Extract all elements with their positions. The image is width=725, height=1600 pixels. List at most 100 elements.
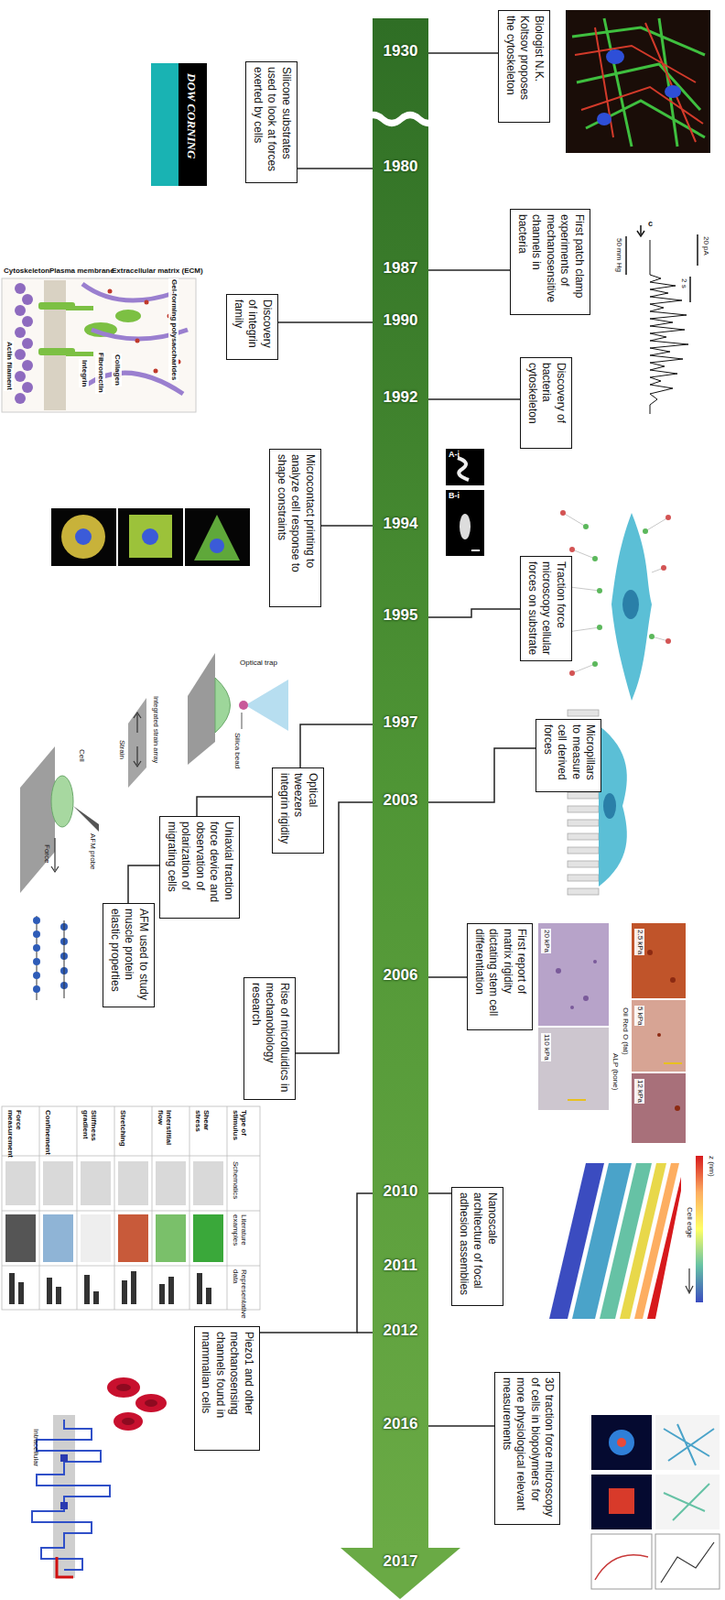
year-label: 1994 <box>372 515 429 533</box>
panel-letter: c <box>648 219 653 229</box>
microfluidics-table <box>1 1105 260 1310</box>
table-header: Stretching <box>118 1109 127 1154</box>
event-box: Traction force microscopy cellular force… <box>519 555 573 661</box>
figure-label: Actin filament <box>3 340 14 391</box>
year-label: 1995 <box>372 606 429 625</box>
table-header: Schematics <box>230 1160 239 1207</box>
table-header: Type of stimulus <box>230 1109 248 1154</box>
scale-label: 2 s <box>679 278 688 289</box>
event-box: Micropillars to measure cell derived for… <box>535 718 602 792</box>
micropatterned-cells <box>51 508 250 566</box>
scale-label: 50 mm Hg <box>614 238 623 272</box>
figure-label: Fibronectin <box>95 351 106 394</box>
cytoskeleton-photo <box>565 10 711 153</box>
traction-force-cell <box>560 509 671 701</box>
figure-label: AFM probe <box>87 833 97 870</box>
year-label: 1990 <box>372 312 429 330</box>
event-box: Piezo1 and other mechanosensing channels… <box>194 1325 260 1450</box>
event-text: 3D traction force microscopy of cells in… <box>498 1376 556 1519</box>
table-header: Stiffness gradient <box>80 1109 98 1154</box>
stiffness-label: 2.5 kPa <box>634 928 645 955</box>
event-text: Discovery of bacteria cytoskeleton <box>524 362 568 444</box>
table-header: Interstitial flow <box>155 1109 173 1154</box>
event-box: 3D traction force microscopy of cells in… <box>494 1371 561 1525</box>
event-text: Micropillars to measure cell derived for… <box>540 724 597 787</box>
table-header: Confinement <box>43 1109 52 1154</box>
event-text: Piezo1 and other mechanosensing channels… <box>198 1330 256 1445</box>
figure-label: Silica bead <box>232 732 241 769</box>
event-text: First patch clamp experiments of mechano… <box>514 214 586 310</box>
figure-label: Plasma membrane <box>49 267 115 276</box>
focal-adhesion-layers <box>549 1155 704 1319</box>
event-box: Rise of microfluidics in mechanobiology … <box>243 976 296 1100</box>
event-text: Rise of microfluidics in mechanobiology … <box>248 982 292 1094</box>
year-label: 1980 <box>372 158 429 176</box>
event-text: Traction force microscopy cellular force… <box>524 561 568 656</box>
event-box: Microcontact printing to analyze cell re… <box>269 448 322 607</box>
year-label: 1987 <box>372 259 429 278</box>
year-label: 1997 <box>372 714 429 732</box>
uniaxial-stretch-sketch <box>128 697 147 788</box>
logo-band <box>178 63 207 186</box>
event-text: Discovery of integrin family <box>230 299 274 355</box>
patch-clamp-trace <box>626 225 698 414</box>
timeline-bar <box>372 18 429 1549</box>
figure-label: Collagen <box>111 353 122 387</box>
stain-label: ALP (bone) <box>610 1052 619 1090</box>
year-label: 2010 <box>372 1182 429 1201</box>
event-text: Microcontact printing to analyze cell re… <box>273 454 317 602</box>
stiffness-label: 110 kPa <box>541 1032 552 1061</box>
axis-break <box>364 115 438 124</box>
event-box: Discovery of bacteria cytoskeleton <box>519 357 573 449</box>
figure-label: Cytoskeleton <box>3 267 50 276</box>
logo-band <box>151 63 179 186</box>
scale-label: 20 pA <box>701 236 710 256</box>
leader-lines <box>128 53 542 1426</box>
event-text: Biologist N.K. Koltsov proposes the cyto… <box>502 15 546 118</box>
event-box: Nanoscale architecture of focal adhesion… <box>451 1186 504 1306</box>
figure-label: Cell <box>76 748 86 762</box>
3d-tfm-panels <box>591 1414 720 1589</box>
figure-label: Strain <box>117 739 126 759</box>
figure-label: Intracellular <box>31 1428 40 1466</box>
event-text: First report of matrix rigidity dictatin… <box>471 928 529 1025</box>
year-label: 1930 <box>372 43 429 61</box>
piezo-channel-sketch <box>32 1376 167 1578</box>
figure-label: Cell edge <box>684 1206 693 1238</box>
panel-letter: A-i <box>448 450 460 460</box>
stem-cell-stains <box>538 922 686 1143</box>
logo-text: DOW CORNING <box>184 73 198 159</box>
year-label: 2017 <box>372 1552 429 1570</box>
table-header: Force measurement <box>5 1109 22 1154</box>
year-label: 2011 <box>372 1256 429 1275</box>
figure-label: Integrin <box>78 358 89 388</box>
event-text: AFM used to study muscle protein elastic… <box>107 908 151 1002</box>
table-header: Literature examples <box>230 1213 248 1262</box>
event-box: First patch clamp experiments of mechano… <box>509 208 591 315</box>
stiffness-label: 5 kPa <box>634 1005 645 1026</box>
figure-label: Optical trap <box>239 659 278 668</box>
stiffness-label: 20 kPa <box>541 928 552 953</box>
figure-label: Gel-forming polysaccharides <box>168 278 179 381</box>
event-text: Silicone substrates used to look at forc… <box>249 66 293 178</box>
event-box: Discovery of integrin family <box>226 293 279 360</box>
stiffness-label: 12 kPa <box>634 1078 645 1104</box>
event-text: Optical tweezers integrin rigidity <box>276 772 320 848</box>
bacteria-micrographs <box>445 448 485 556</box>
year-label: 2012 <box>372 1321 429 1340</box>
event-text: Nanoscale architecture of focal adhesion… <box>455 1191 499 1300</box>
year-label: 2016 <box>372 1415 429 1433</box>
event-box: AFM used to study muscle protein elastic… <box>102 902 155 1007</box>
event-text: Uniaxial traction force device and obser… <box>163 821 236 913</box>
figure-label: Integrated strain array <box>151 695 160 763</box>
figure-label: Force <box>42 844 51 863</box>
event-box: Uniaxial traction force device and obser… <box>159 815 240 919</box>
ecm-illustration <box>1 278 196 412</box>
afm-sketch <box>20 746 99 1000</box>
event-box: Biologist N.K. Koltsov proposes the cyto… <box>497 10 551 123</box>
year-label: 1992 <box>372 389 429 407</box>
year-label: 2003 <box>372 791 429 810</box>
figure-label: Extracellular matrix (ECM) <box>111 267 204 276</box>
event-box: Optical tweezers integrin rigidity <box>271 767 325 854</box>
table-header: Representative data <box>230 1268 248 1308</box>
